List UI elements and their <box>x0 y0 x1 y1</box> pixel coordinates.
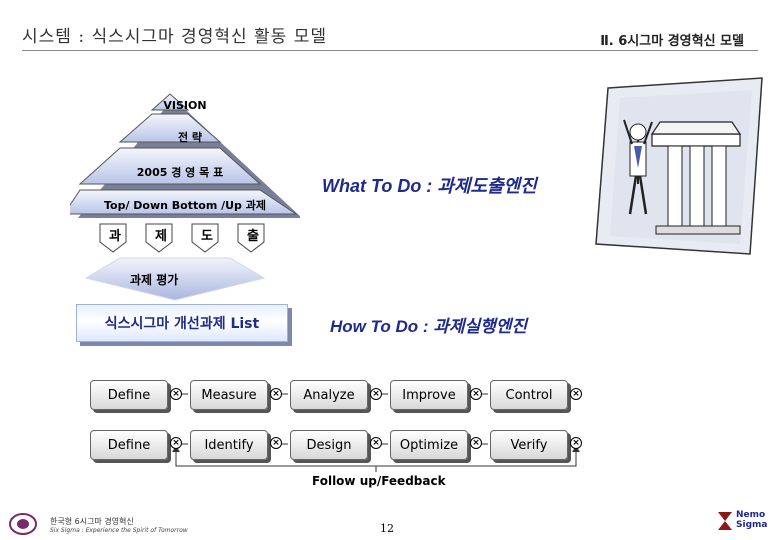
step-row2-5: Verify <box>490 430 568 460</box>
nemo-sigma-wordmark: Nemo Sigma <box>736 510 768 530</box>
step-row2-3: Design <box>290 430 368 460</box>
derive-char-2: 제 <box>155 228 167 244</box>
person-lifting-pillar-illustration <box>595 77 763 255</box>
pyramid-tier-strategy <box>118 113 222 143</box>
pyramid-tier-topdown <box>70 189 298 215</box>
logo-seal <box>9 513 37 535</box>
circle-x-icon: × <box>370 388 382 400</box>
step-row1-4: Improve <box>390 380 468 410</box>
step-row1-2: Measure <box>190 380 268 410</box>
circle-x-icon: × <box>470 437 482 449</box>
what-to-do-heading: What To Do : 과제도출엔진 <box>322 176 537 196</box>
circle-x-icon: × <box>470 388 482 400</box>
evaluation-arrow <box>84 257 266 301</box>
circle-x-icon: × <box>170 437 182 449</box>
derive-char-1: 과 <box>109 228 121 244</box>
derive-char-3: 도 <box>201 228 213 244</box>
page-title: 시스템 : 식스시그마 경영혁신 활동 모델 <box>22 27 327 47</box>
pyramid-tier-goal <box>78 147 262 185</box>
header-divider <box>22 50 758 51</box>
strategy-pyramid <box>70 93 300 218</box>
step-row1-3: Analyze <box>290 380 368 410</box>
derive-char-4: 출 <box>247 228 259 244</box>
pyramid-strategy-label: 전 략 <box>177 131 203 144</box>
follow-up-label: Follow up/Feedback <box>312 474 446 488</box>
step-row1-1: Define <box>90 380 168 410</box>
step-row1-5: Control <box>490 380 568 410</box>
pyramid-goal-label: 2005 경 영 목 표 <box>136 166 224 179</box>
evaluation-label: 과제 평가 <box>130 273 179 287</box>
step-row2-2: Identify <box>190 430 268 460</box>
circle-x-icon: × <box>370 437 382 449</box>
circle-x-icon: × <box>170 388 182 400</box>
pyramid-tier-vision <box>150 93 190 111</box>
pyramid-vision-label: VISION <box>163 99 207 112</box>
circle-x-icon: × <box>270 437 282 449</box>
circle-x-icon: × <box>570 388 582 400</box>
circle-x-icon: × <box>270 388 282 400</box>
footer-tagline: Six Sigma : Experience the Spirit of Tom… <box>50 527 188 534</box>
page-number: 12 <box>380 522 394 535</box>
how-to-do-heading: How To Do : 과제실행엔진 <box>330 317 528 336</box>
pyramid-topdown-label: Top/ Down Bottom /Up 과제 <box>103 199 267 212</box>
step-row2-4: Optimize <box>390 430 468 460</box>
circle-x-icon: × <box>570 437 582 449</box>
nemo-sigma-logo <box>718 512 732 530</box>
footer-company: 한국형 6시그마 경영혁신 <box>50 517 134 526</box>
section-label: Ⅱ. 6시그마 경영혁신 모델 <box>600 34 744 49</box>
improvement-list-box: 식스시그마 개선과제 List <box>76 304 288 342</box>
derive-char-arrows <box>99 223 265 253</box>
step-row2-1: Define <box>90 430 168 460</box>
